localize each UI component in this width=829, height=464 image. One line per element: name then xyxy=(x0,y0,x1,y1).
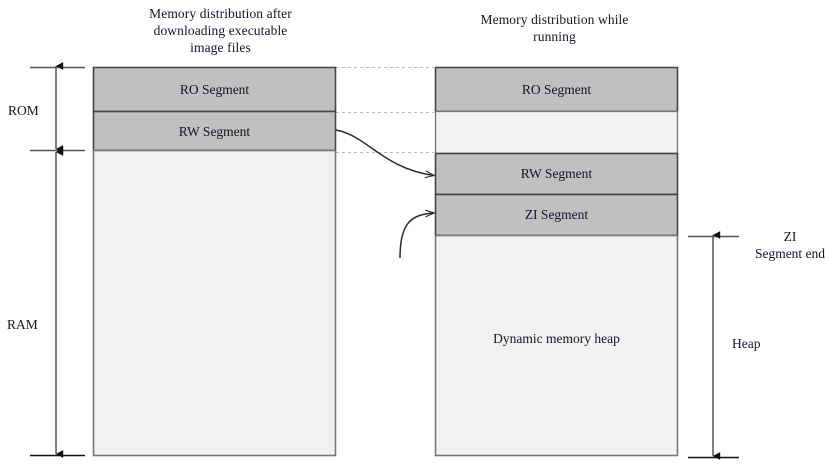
alignment-guides xyxy=(336,67,434,153)
left-memory-column xyxy=(92,66,337,457)
right-measure-axis xyxy=(688,231,739,460)
measure-label-heap: Heap xyxy=(732,336,761,351)
relocation-connectors xyxy=(335,129,434,259)
left-measure-axis xyxy=(30,62,85,458)
right-block-ro-segment-label: RO Segment xyxy=(521,82,592,97)
left-block-ro-segment-label: RO Segment xyxy=(179,82,250,97)
right-block-ro-segment xyxy=(434,66,679,113)
right-block-zi-segment-label: ZI Segment xyxy=(524,207,589,222)
left-block-rw-segment-label: RW Segment xyxy=(178,124,251,139)
measure-label-ram: RAM xyxy=(7,317,38,332)
left-panel-title-line-2: downloading executable xyxy=(153,23,288,38)
measure-label-zi-segment-end-line-2: Segment end xyxy=(754,246,826,261)
right-block-free-gap xyxy=(434,110,679,155)
left-panel-title-line-3: image files xyxy=(190,40,251,55)
right-panel-title: Memory distribution while running xyxy=(452,11,657,45)
right-block-dynamic-heap-label: Dynamic memory heap xyxy=(493,331,620,346)
right-block-zi-segment xyxy=(434,193,679,237)
zi-creation-arrow xyxy=(399,213,434,259)
measure-label-rom: ROM xyxy=(8,103,39,118)
measure-label-zi-segment-end: ZI Segment end xyxy=(725,228,829,262)
left-block-free-space xyxy=(92,149,337,457)
left-block-rw-segment xyxy=(92,110,337,152)
right-panel-title-line-2: running xyxy=(533,29,576,44)
right-memory-column xyxy=(434,66,679,457)
left-panel-title: Memory distribution after downloading ex… xyxy=(118,5,323,56)
right-block-rw-segment xyxy=(434,152,679,196)
right-block-dynamic-heap xyxy=(434,234,679,457)
rw-relocation-arrow xyxy=(335,129,434,176)
left-panel-title-line-1: Memory distribution after xyxy=(149,6,292,21)
right-block-rw-segment-label: RW Segment xyxy=(520,166,593,181)
measure-label-zi-segment-end-line-1: ZI xyxy=(783,229,797,244)
right-panel-title-line-1: Memory distribution while xyxy=(480,12,629,27)
